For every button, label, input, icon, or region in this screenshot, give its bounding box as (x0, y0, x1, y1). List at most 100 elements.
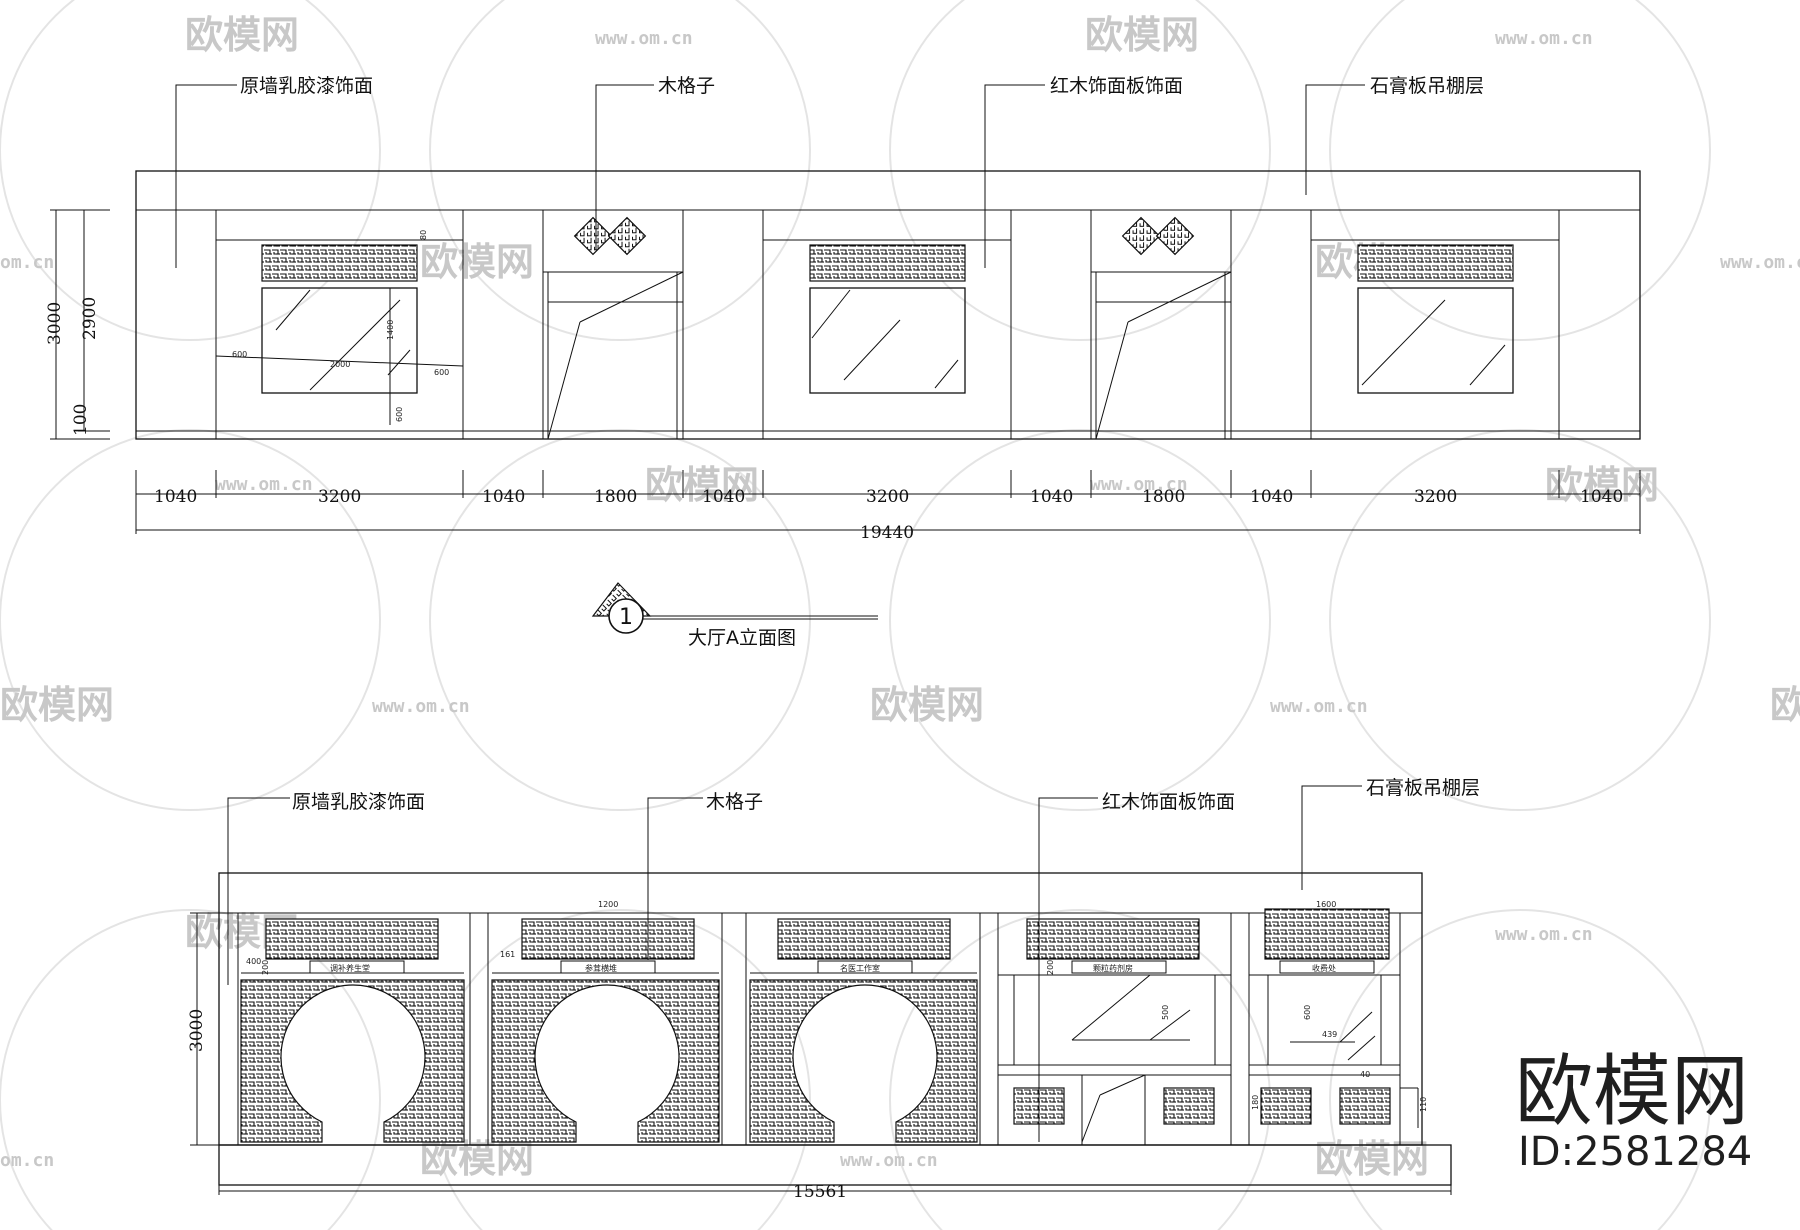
callout-label: 木格子 (658, 75, 715, 97)
lattice-panel (521, 918, 695, 960)
watermark-logo: 欧模网 (420, 1137, 534, 1181)
section-title: 大厅A立面图 (688, 627, 796, 649)
height-dim: 2900 (80, 297, 100, 340)
height-dim: 3000 (45, 302, 65, 345)
lattice-diamond (607, 216, 647, 256)
watermark-logos: 欧模网 www.om.cn 欧模网 www.om.cn om.cn 欧模网 欧模… (0, 13, 1800, 1181)
dim-label: 1040 (1580, 487, 1623, 507)
inner-dim: 180 (1251, 1095, 1260, 1110)
elevation-b: 调补养生堂 参茸横堆 名医工作室 颗粒药剂房 (187, 776, 1480, 1202)
watermark-url: www.om.cn (840, 1150, 938, 1171)
room-sign-text: 颗粒药剂房 (1093, 963, 1133, 973)
dim-label: 1800 (594, 487, 637, 507)
total-dim-label: 15561 (793, 1182, 847, 1202)
watermark-url: www.om.cn (1270, 696, 1368, 717)
section-number: 1 (619, 605, 633, 630)
inner-dim: 110 (1419, 1097, 1428, 1112)
moon-gate-bay-3: 名医工作室 (749, 918, 978, 1143)
inner-dim: 200 (261, 960, 270, 975)
elevation-a-inner-dims: 600 1400 600 2000 600 80 (232, 230, 449, 422)
lattice-panel (1264, 908, 1390, 960)
callout-label: 原墙乳胶漆饰面 (240, 75, 373, 97)
moon-gate-bay-1: 调补养生堂 (240, 918, 465, 1143)
total-dim-label: 19440 (860, 523, 914, 543)
room-sign-text: 名医工作室 (840, 963, 880, 973)
inner-dim: 439 (1322, 1030, 1337, 1039)
door-bay-2 (1091, 216, 1232, 440)
elevation-a-frame (135, 170, 1641, 440)
moon-gate-lattice (491, 979, 720, 1143)
lattice-panel (809, 244, 966, 282)
lattice-panel (777, 918, 951, 960)
panel-bay-2 (763, 239, 1011, 394)
inner-dim: 500 (1161, 1005, 1170, 1020)
watermark-logo: 欧模网 (645, 463, 759, 507)
lattice-panel (1357, 244, 1514, 282)
lattice-panel (261, 244, 418, 282)
room-sign (1279, 960, 1375, 974)
dim-label: 1040 (154, 487, 197, 507)
lattice-panel (265, 918, 439, 960)
room-sign (1071, 960, 1167, 974)
section-marker: 1 大厅A立面图 (591, 582, 878, 649)
inner-dim: 40 (1360, 1070, 1370, 1079)
dim-label: 3200 (866, 487, 909, 507)
watermark-url: om.cn (0, 252, 54, 273)
watermark-url: www.om.cn (1090, 474, 1188, 495)
room-sign-text: 收费处 (1312, 963, 1336, 973)
room-sign-text: 调补养生堂 (330, 963, 370, 973)
lattice-panel (1026, 918, 1200, 960)
elevation-a: 600 1400 600 2000 600 80 原墙乳胶漆饰面 木格子 红木饰… (45, 74, 1641, 649)
dim-label: 1040 (702, 487, 745, 507)
inner-dim: 400 (246, 957, 261, 966)
dim-label: 3200 (318, 487, 361, 507)
mirror-panel (1357, 287, 1514, 394)
panel-bay-1 (215, 239, 464, 425)
watermark-url: om.cn (0, 1150, 54, 1171)
callout-label: 石膏板吊棚层 (1370, 74, 1484, 97)
moon-gate-lattice (240, 979, 465, 1143)
watermark-logo: 欧模网 (870, 683, 984, 727)
watermark-logo: 欧模网 (1770, 683, 1800, 727)
elevation-b-callouts: 原墙乳胶漆饰面 木格子 红木饰面板饰面 石膏板吊棚层 (227, 776, 1480, 1142)
door-bay-1 (543, 216, 684, 440)
inner-dim: 600 (232, 350, 247, 359)
height-dim: 3000 (187, 1009, 207, 1052)
dim-label: 1800 (1142, 487, 1185, 507)
elevation-a-bottom-dims: 1040 3200 1040 1800 1040 3200 1040 1800 … (135, 470, 1641, 543)
elevation-b-height-dim: 3000 (187, 912, 236, 1146)
elevation-b-total-dim: 15561 (218, 1160, 1452, 1202)
watermark-logo: 欧模网 (1315, 1137, 1429, 1181)
lattice-diamond (1155, 216, 1195, 256)
inner-dim: 161 (500, 950, 515, 959)
brand-id: ID:2581284 (1518, 1129, 1752, 1175)
cabinet-lattice (1260, 1087, 1312, 1125)
watermark-url: www.om.cn (595, 28, 693, 49)
watermark-url: www.om.cn (1495, 924, 1593, 945)
elevation-b-inner-dims: 400 200 1200 161 1600 200 500 600 439 40… (246, 900, 1428, 1112)
bay-dividers-b (237, 913, 1401, 1145)
mirror-panel (261, 287, 418, 394)
elevation-b-base (218, 1144, 1452, 1186)
callout-label: 石膏板吊棚层 (1366, 776, 1480, 799)
inner-dim: 1400 (386, 320, 395, 340)
cashier-bay: 收费处 (1249, 908, 1419, 1128)
watermark-logo: 欧模网 (185, 13, 299, 57)
watermark-url: www.om.cn (1720, 252, 1800, 273)
callout-label: 红木饰面板饰面 (1102, 791, 1235, 813)
brand-name: 欧模网 (1515, 1047, 1749, 1137)
mirror-panel (809, 287, 966, 394)
watermark-logo: 欧模网 (420, 240, 534, 284)
pharmacy-bay: 颗粒药剂房 (998, 918, 1231, 1145)
elevation-a-height-dims: 3000 2900 100 (45, 209, 110, 440)
cabinet-lattice (1339, 1087, 1391, 1125)
watermark-logo: 欧模网 (0, 683, 114, 727)
elevation-b-frame (218, 872, 1423, 1146)
inner-dim: 1200 (598, 900, 618, 909)
callout-label: 木格子 (706, 791, 763, 813)
height-dim: 100 (71, 404, 91, 436)
watermark-arcs (0, 0, 1711, 1230)
cabinet-lattice (1163, 1087, 1215, 1125)
watermark-url: www.om.cn (1495, 28, 1593, 49)
